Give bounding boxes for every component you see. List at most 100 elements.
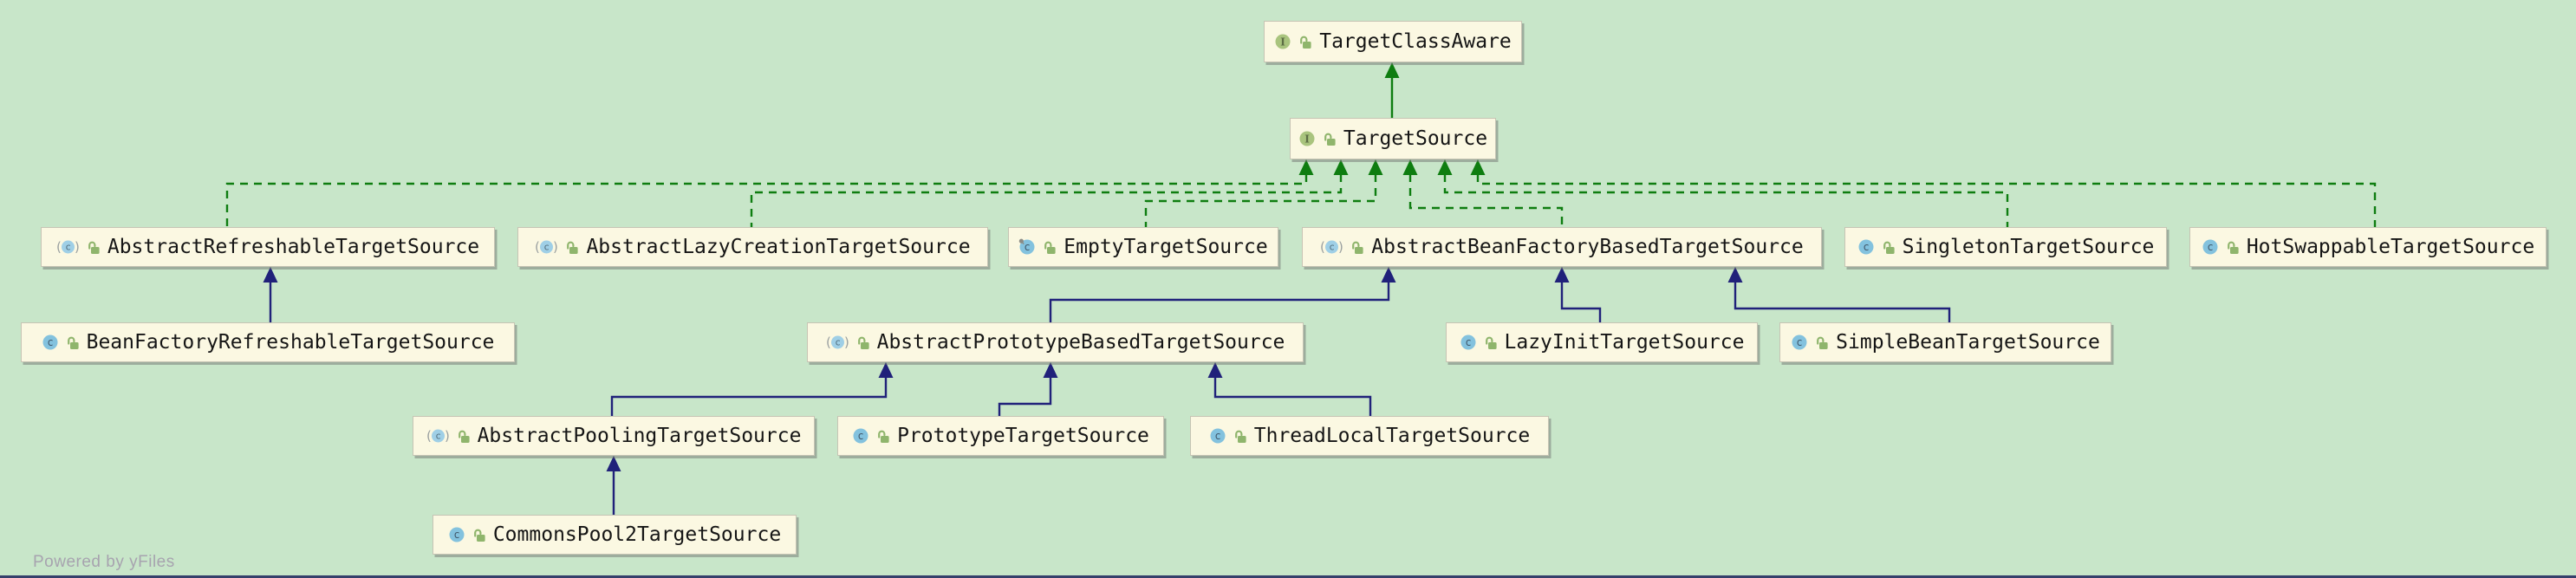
lock-icon: [1323, 131, 1337, 147]
lock-icon: [1233, 428, 1247, 445]
node-abstract-pooling-target-source[interactable]: (c) AbstractPoolingTargetSource: [413, 416, 815, 456]
svg-text:c: c: [2207, 241, 2213, 253]
lock-icon: [1815, 334, 1829, 351]
svg-text:I: I: [1304, 133, 1310, 146]
node-abstract-lazy-creation-target-source[interactable]: ( c) AbstractLazyCreationTargetSource: [517, 227, 988, 267]
svg-text:(: (: [535, 239, 540, 255]
interface-icon: I: [1274, 33, 1291, 50]
interface-icon: I: [1298, 130, 1316, 147]
svg-text:): ): [553, 239, 558, 255]
class-extends-edge: [606, 456, 621, 515]
class-name-label: AbstractPrototypeBasedTargetSource: [876, 331, 1285, 354]
svg-text:c: c: [1797, 336, 1803, 348]
svg-text:): ): [445, 428, 450, 444]
class-name-label: AbstractBeanFactoryBasedTargetSource: [1371, 236, 1804, 258]
yfiles-watermark: Powered by yFiles: [33, 553, 175, 571]
node-bean-factory-refreshable-target-source[interactable]: c BeanFactoryRefreshableTargetSource: [21, 322, 515, 362]
svg-text:c: c: [835, 337, 841, 348]
class-extends-edge: [1554, 267, 1602, 322]
class-icon: c: [852, 427, 869, 445]
svg-text:(: (: [426, 428, 432, 444]
svg-text:c: c: [544, 242, 550, 253]
lock-icon: [565, 239, 579, 256]
class-name-label: AbstractPoolingTargetSource: [477, 425, 802, 447]
interface-realization-edge: [1402, 159, 1564, 227]
lock-icon: [457, 428, 471, 445]
lock-icon: [1298, 34, 1312, 50]
class-name-label: TargetClassAware: [1319, 30, 1512, 53]
node-prototype-target-source[interactable]: c PrototypeTargetSource: [837, 416, 1164, 456]
class-icon: c: [1857, 238, 1875, 256]
class-name-label: LazyInitTargetSource: [1504, 331, 1745, 354]
interface-realization-edge: [1437, 159, 2009, 227]
lock-icon: [1043, 239, 1057, 256]
node-empty-target-source[interactable]: c EmptyTargetSource: [1008, 227, 1278, 267]
final-class-icon: c: [1018, 238, 1036, 256]
class-icon: c: [1460, 334, 1477, 351]
class-name-label: ThreadLocalTargetSource: [1253, 425, 1531, 447]
lock-icon: [2226, 239, 2240, 256]
node-target-class-aware[interactable]: I TargetClassAware: [1264, 21, 1522, 62]
class-extends-edge: [998, 362, 1058, 416]
lock-icon: [876, 428, 890, 445]
class-icon: c: [1791, 334, 1808, 351]
node-abstract-refreshable-target-source[interactable]: (c) AbstractRefreshableTargetSource: [41, 227, 495, 267]
abstract-class-icon: (c): [1320, 238, 1343, 256]
class-icon: c: [2202, 238, 2219, 256]
node-abstract-prototype-based-target-source[interactable]: (c) AbstractPrototypeBasedTargetSource: [807, 322, 1304, 362]
svg-text:): ): [75, 239, 80, 255]
class-name-label: BeanFactoryRefreshableTargetSource: [86, 331, 495, 354]
class-name-label: AbstractRefreshableTargetSource: [107, 236, 480, 258]
svg-text:(: (: [1320, 239, 1325, 255]
node-abstract-bean-factory-based-target-source[interactable]: (c) AbstractBeanFactoryBasedTargetSource: [1302, 227, 1822, 267]
node-thread-local-target-source[interactable]: c ThreadLocalTargetSource: [1190, 416, 1549, 456]
lock-icon: [1882, 239, 1896, 256]
svg-text:): ): [1338, 239, 1343, 255]
lock-icon: [1350, 239, 1364, 256]
svg-text:c: c: [1863, 241, 1869, 253]
class-extends-edge: [263, 267, 278, 322]
lock-icon: [472, 527, 486, 543]
class-name-label: PrototypeTargetSource: [897, 425, 1149, 447]
svg-text:): ): [844, 334, 849, 350]
svg-text:c: c: [1025, 241, 1031, 253]
lock-icon: [66, 334, 80, 351]
svg-text:c: c: [435, 431, 441, 442]
interface-extends-edge: [1384, 62, 1400, 118]
class-icon: c: [42, 334, 59, 351]
abstract-class-icon: (c): [826, 334, 849, 351]
interface-realization-edge: [1144, 159, 1383, 227]
node-commons-pool2-target-source[interactable]: c CommonsPool2TargetSource: [433, 515, 797, 555]
node-simple-bean-target-source[interactable]: c SimpleBeanTargetSource: [1779, 322, 2111, 362]
svg-text:c: c: [1465, 336, 1471, 348]
lock-icon: [87, 239, 101, 256]
node-target-source[interactable]: I TargetSource: [1290, 118, 1496, 159]
class-extends-edge: [1727, 267, 1951, 322]
class-name-label: AbstractLazyCreationTargetSource: [586, 236, 971, 258]
bottom-window-edge: [0, 575, 2576, 578]
class-name-label: TargetSource: [1343, 127, 1488, 150]
interface-realization-edge: [750, 159, 1349, 227]
class-icon: c: [1209, 427, 1226, 445]
abstract-class-icon: ( c): [535, 238, 558, 256]
lock-icon: [1484, 334, 1498, 351]
class-name-label: SingletonTargetSource: [1902, 236, 2155, 258]
class-name-label: CommonsPool2TargetSource: [492, 523, 782, 546]
svg-text:I: I: [1280, 36, 1285, 49]
abstract-class-icon: (c): [56, 238, 80, 256]
abstract-class-icon: (c): [426, 427, 450, 445]
class-name-label: EmptyTargetSource: [1064, 236, 1268, 258]
lock-icon: [856, 334, 870, 351]
class-name-label: SimpleBeanTargetSource: [1836, 331, 2100, 354]
node-lazy-init-target-source[interactable]: c LazyInitTargetSource: [1446, 322, 1758, 362]
svg-text:c: c: [1214, 430, 1220, 442]
class-extends-edge: [1049, 267, 1396, 322]
node-singleton-target-source[interactable]: c SingletonTargetSource: [1844, 227, 2167, 267]
svg-text:(: (: [56, 239, 62, 255]
class-extends-edge: [610, 362, 894, 416]
interface-realization-edge: [1470, 159, 2377, 227]
class-icon: c: [448, 526, 465, 543]
